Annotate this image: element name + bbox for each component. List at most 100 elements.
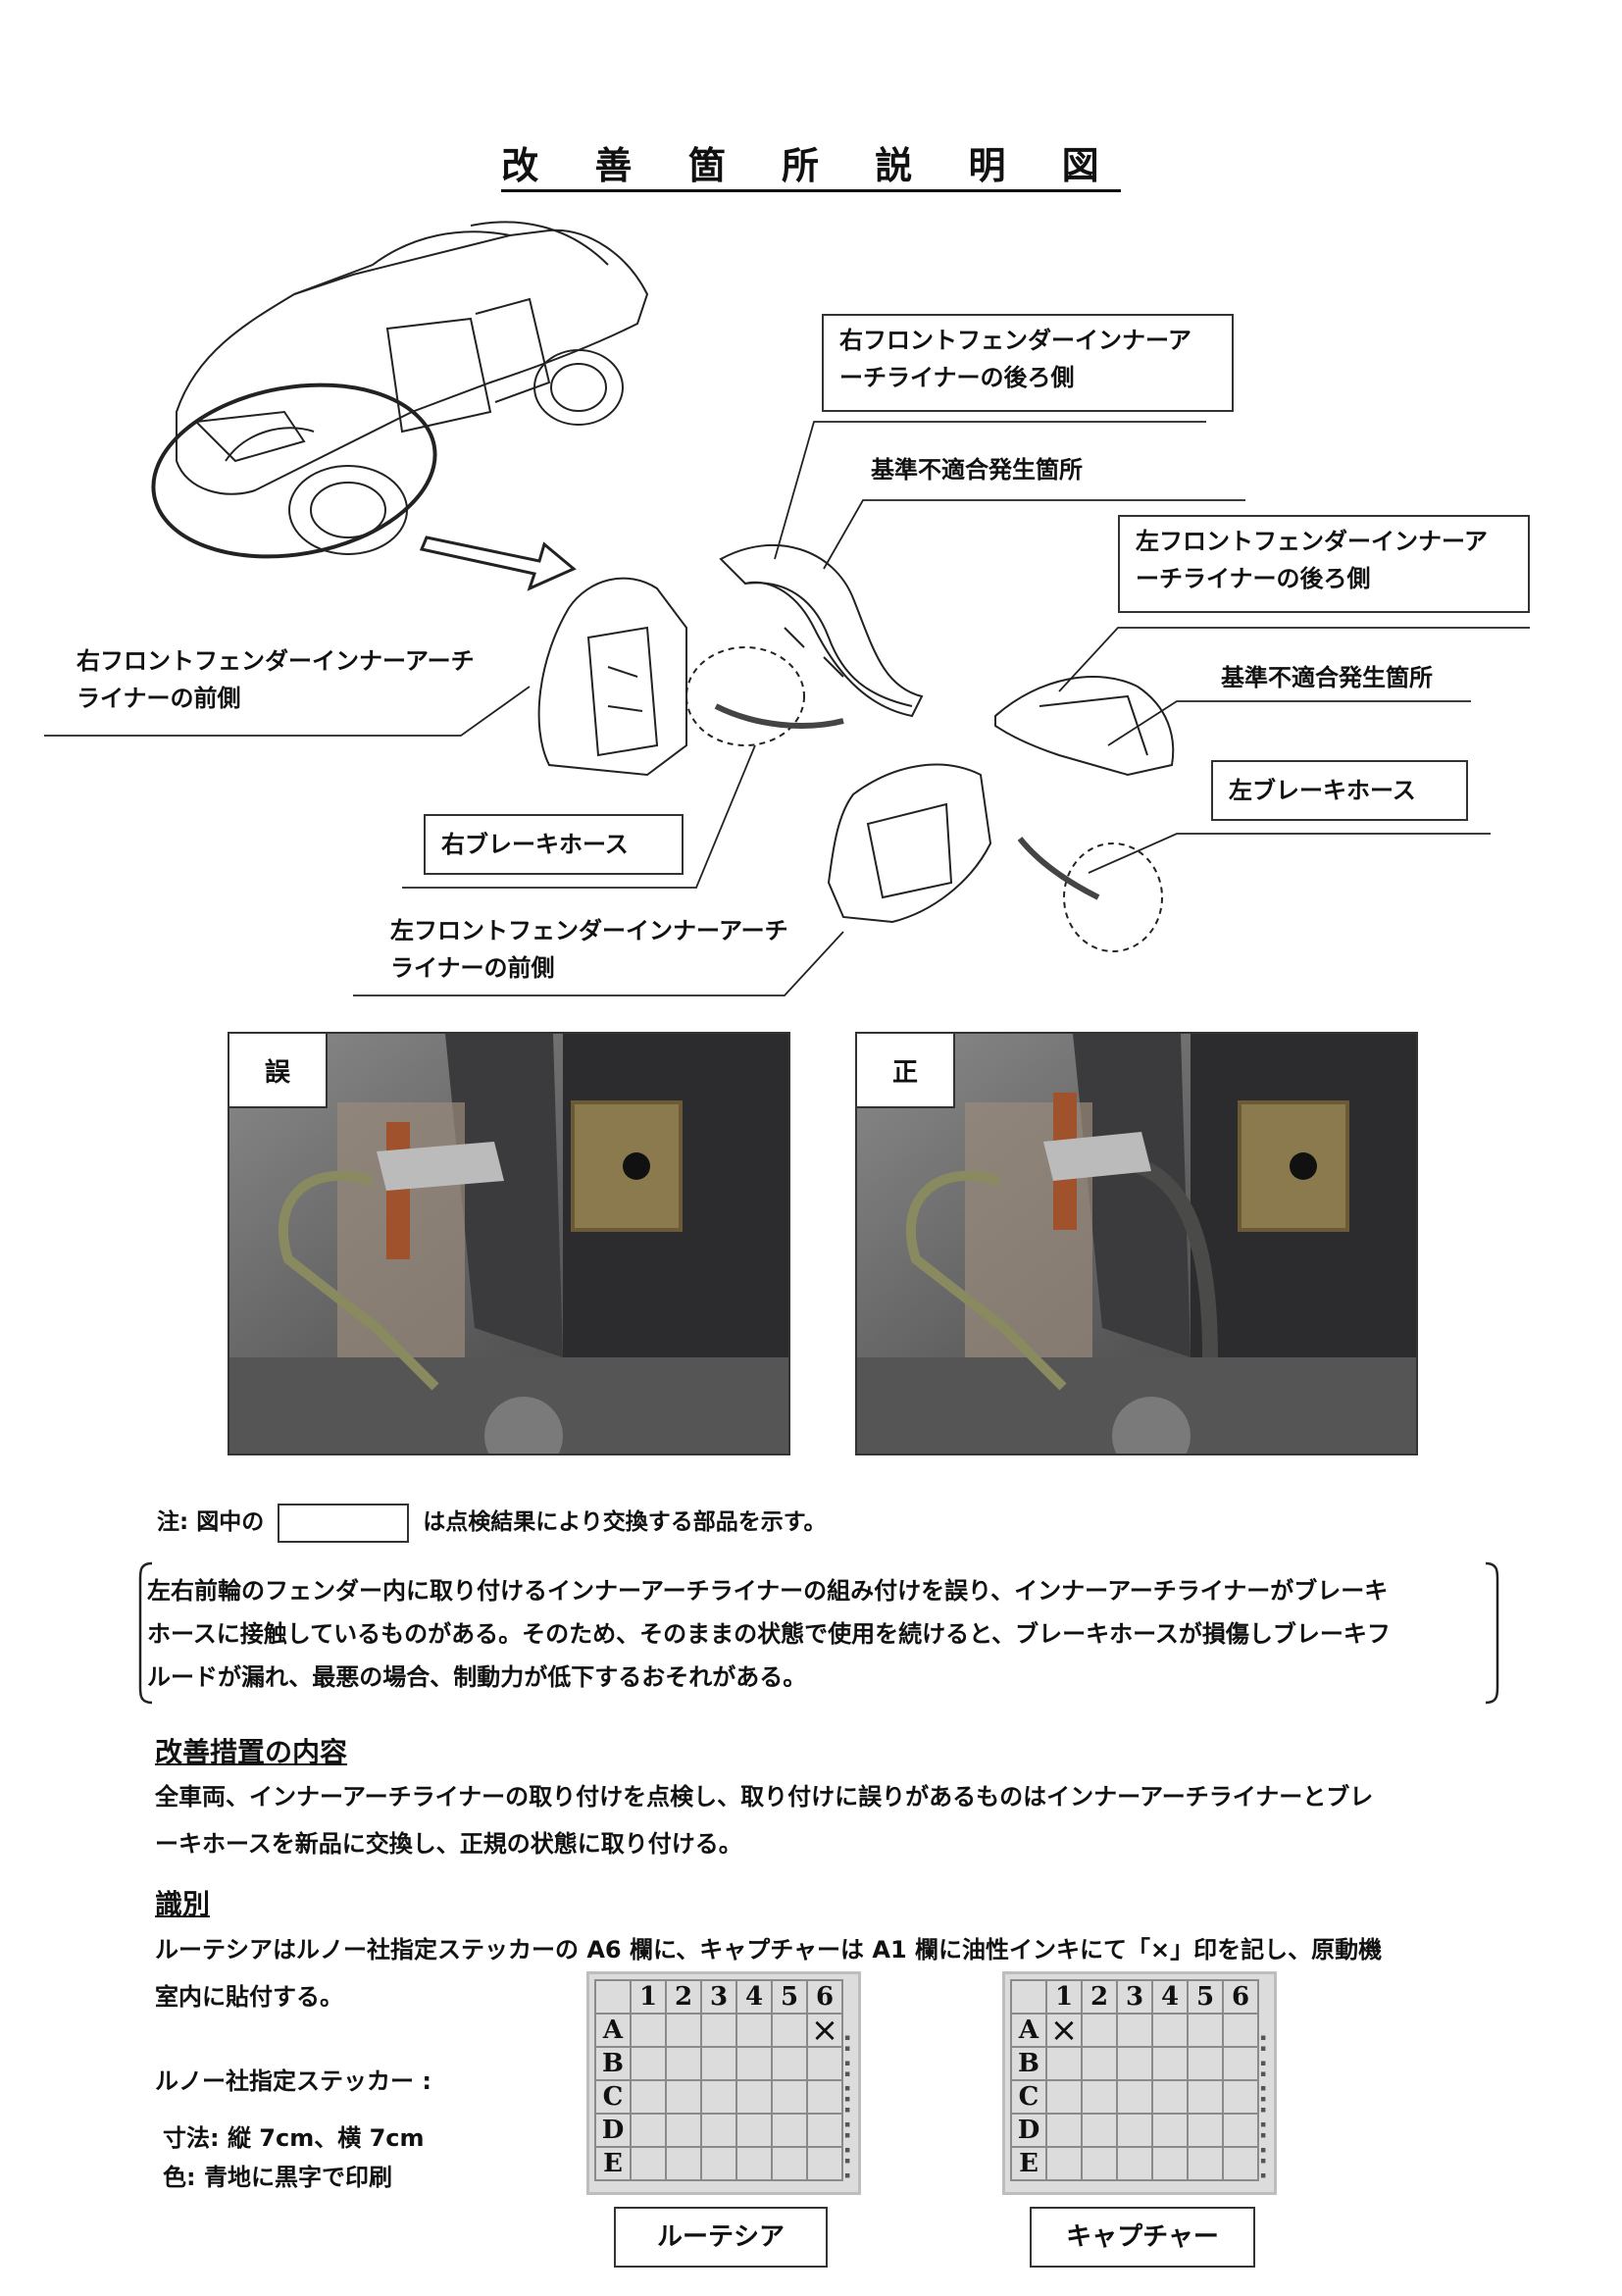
grid-cell [665, 2013, 702, 2048]
grid-cell [735, 2113, 773, 2148]
grid-cell [735, 2013, 773, 2048]
grid-cell [700, 2079, 737, 2115]
grid-row-header: E [594, 2146, 632, 2181]
grid-row-header: B [1010, 2046, 1047, 2081]
grid-cell [665, 2113, 702, 2148]
note: 注: 図中の は点検結果により交換する部品を示す。 [157, 1501, 826, 1544]
sticker-fine-print: ▪▪ ▪▪ ▪▪▪ ▪▪ ▪▪ ▪ [1258, 2033, 1268, 2182]
grid-cell [1081, 2113, 1118, 2148]
callout-left-rear: 左フロントフェンダーインナーア ーチライナーの後ろ側 [1118, 515, 1530, 613]
grid-row-header: A [594, 2013, 632, 2048]
right-brake-hose-drawing [685, 646, 805, 746]
improvement-body: 全車両、インナーアーチライナーの取り付けを点検し、取り付けに誤りがあるものはイン… [155, 1773, 1528, 1867]
grid-cell [806, 2146, 843, 2181]
grid-cell [1116, 2013, 1153, 2048]
callout-right-defect: 基準不適合発生箇所 [871, 456, 1083, 484]
grid-cell [735, 2146, 773, 2181]
grid-column-header: 4 [735, 1979, 773, 2015]
callout-left-rear-line1: 左フロントフェンダーインナーア [1136, 528, 1489, 555]
grid-cell [665, 2146, 702, 2181]
grid-column-header: 1 [630, 1979, 667, 2015]
improvement-heading: 改善措置の内容 [155, 1736, 348, 1768]
left-front-liner-drawing [827, 763, 992, 924]
sticker-size: 寸法: 縦 7cm、横 7cm [163, 2124, 425, 2152]
page-title-text: 改 善 箇 所 説 明 図 [501, 144, 1121, 192]
sticker-fine-print: ▪▪ ▪▪ ▪▪▪ ▪▪ ▪▪ ▪ [842, 2033, 852, 2182]
identification-line2: 室内に貼付する。 [155, 1983, 343, 2011]
grid-cell [700, 2113, 737, 2148]
identification-body: ルーテシアはルノー社指定ステッカーの A6 欄に、キャプチャーは A1 欄に油性… [155, 1926, 1528, 2020]
grid-cell [630, 2013, 667, 2048]
defect-description-line3: ルードが漏れ、最悪の場合、制動力が低下するおそれがある。 [147, 1663, 807, 1691]
grid-cell [1222, 2013, 1259, 2048]
grid-cell [1151, 2013, 1189, 2048]
grid-cell [1081, 2146, 1118, 2181]
left-brake-hose-drawing [1063, 842, 1163, 952]
grid-cell [1151, 2146, 1189, 2181]
grid-cell [665, 2079, 702, 2115]
grid-column-header: 1 [1045, 1979, 1083, 2015]
grid-row-header: A [1010, 2013, 1047, 2048]
grid-row-header: C [1010, 2079, 1047, 2115]
grid-cell [771, 2013, 808, 2048]
defect-description-line1: 左右前輪のフェンダー内に取り付けるインナーアーチライナーの組み付けを誤り、インナ… [147, 1577, 1389, 1605]
sticker-label-lutecia: ルーテシア [614, 2207, 828, 2268]
grid-cell [806, 2046, 843, 2081]
grid-cell [1116, 2079, 1153, 2115]
callout-right-front-line1: 右フロントフェンダーインナーアーチ [76, 647, 475, 675]
grid-cell [665, 2046, 702, 2081]
note-suffix: は点検結果により交換する部品を示す。 [423, 1509, 827, 1535]
callout-right-front-line2: ライナーの前側 [76, 685, 241, 712]
grid-marked-cell: × [806, 2013, 843, 2048]
grid-row-header: E [1010, 2146, 1047, 2181]
callout-left-front-line1: 左フロントフェンダーインナーアーチ [390, 917, 788, 944]
grid-row-header: C [594, 2079, 632, 2115]
callout-right-rear: 右フロントフェンダーインナーア ーチライナーの後ろ側 [822, 314, 1234, 412]
note-prefix: 注: 図中の [157, 1509, 265, 1535]
diagram-illustration [44, 221, 1530, 996]
grid-cell [1045, 2146, 1083, 2181]
grid-cell [1081, 2013, 1118, 2048]
grid-cell [630, 2079, 667, 2115]
grid-column-header: 2 [665, 1979, 702, 2015]
left-rear-liner-drawing [994, 676, 1175, 777]
grid-column-header: 6 [806, 1979, 843, 2015]
highlight-circle [151, 383, 437, 559]
grid-column-header: 3 [1116, 1979, 1153, 2015]
grid-cell [700, 2146, 737, 2181]
sticker-label-captur: キャプチャー [1030, 2207, 1255, 2268]
identification-heading: 識別 [155, 1888, 211, 1920]
grid-cell [1116, 2046, 1153, 2081]
grid-cell [1222, 2079, 1259, 2115]
grid-cell [1151, 2113, 1189, 2148]
grid-cell [806, 2113, 843, 2148]
grid-cell [1081, 2046, 1118, 2081]
grid-row-header: D [594, 2113, 632, 2148]
callout-left-defect: 基準不適合発生箇所 [1221, 664, 1433, 691]
grid-cell [630, 2046, 667, 2081]
photo-wrong-label: 誤 [229, 1034, 328, 1108]
grid-cell [1187, 2013, 1224, 2048]
callout-left-front: 左フロントフェンダーインナーアーチ ライナーの前側 [390, 912, 788, 987]
callout-left-front-line2: ライナーの前側 [390, 954, 555, 982]
grid-cell [806, 2079, 843, 2115]
grid-cell [735, 2046, 773, 2081]
improvement-line2: ーキホースを新品に交換し、正規の状態に取り付ける。 [155, 1830, 742, 1858]
grid-cell [1187, 2079, 1224, 2115]
callout-left-brake-hose: 左ブレーキホース [1211, 760, 1468, 821]
photo-correct-label: 正 [857, 1034, 955, 1108]
grid-cell [1045, 2079, 1083, 2115]
grid-cell [735, 2079, 773, 2115]
grid-cell [700, 2013, 737, 2048]
grid-row-header: B [594, 2046, 632, 2081]
grid-cell [771, 2079, 808, 2115]
improvement-line1: 全車両、インナーアーチライナーの取り付けを点検し、取り付けに誤りがあるものはイン… [155, 1783, 1374, 1811]
identification-line1: ルーテシアはルノー社指定ステッカーの A6 欄に、キャプチャーは A1 欄に油性… [155, 1936, 1383, 1964]
grid-cell [1151, 2046, 1189, 2081]
grid-cell [630, 2113, 667, 2148]
callout-right-brake-hose: 右ブレーキホース [424, 814, 684, 875]
photo-correct: 正 [855, 1032, 1418, 1455]
grid-column-header: 4 [1151, 1979, 1189, 2015]
